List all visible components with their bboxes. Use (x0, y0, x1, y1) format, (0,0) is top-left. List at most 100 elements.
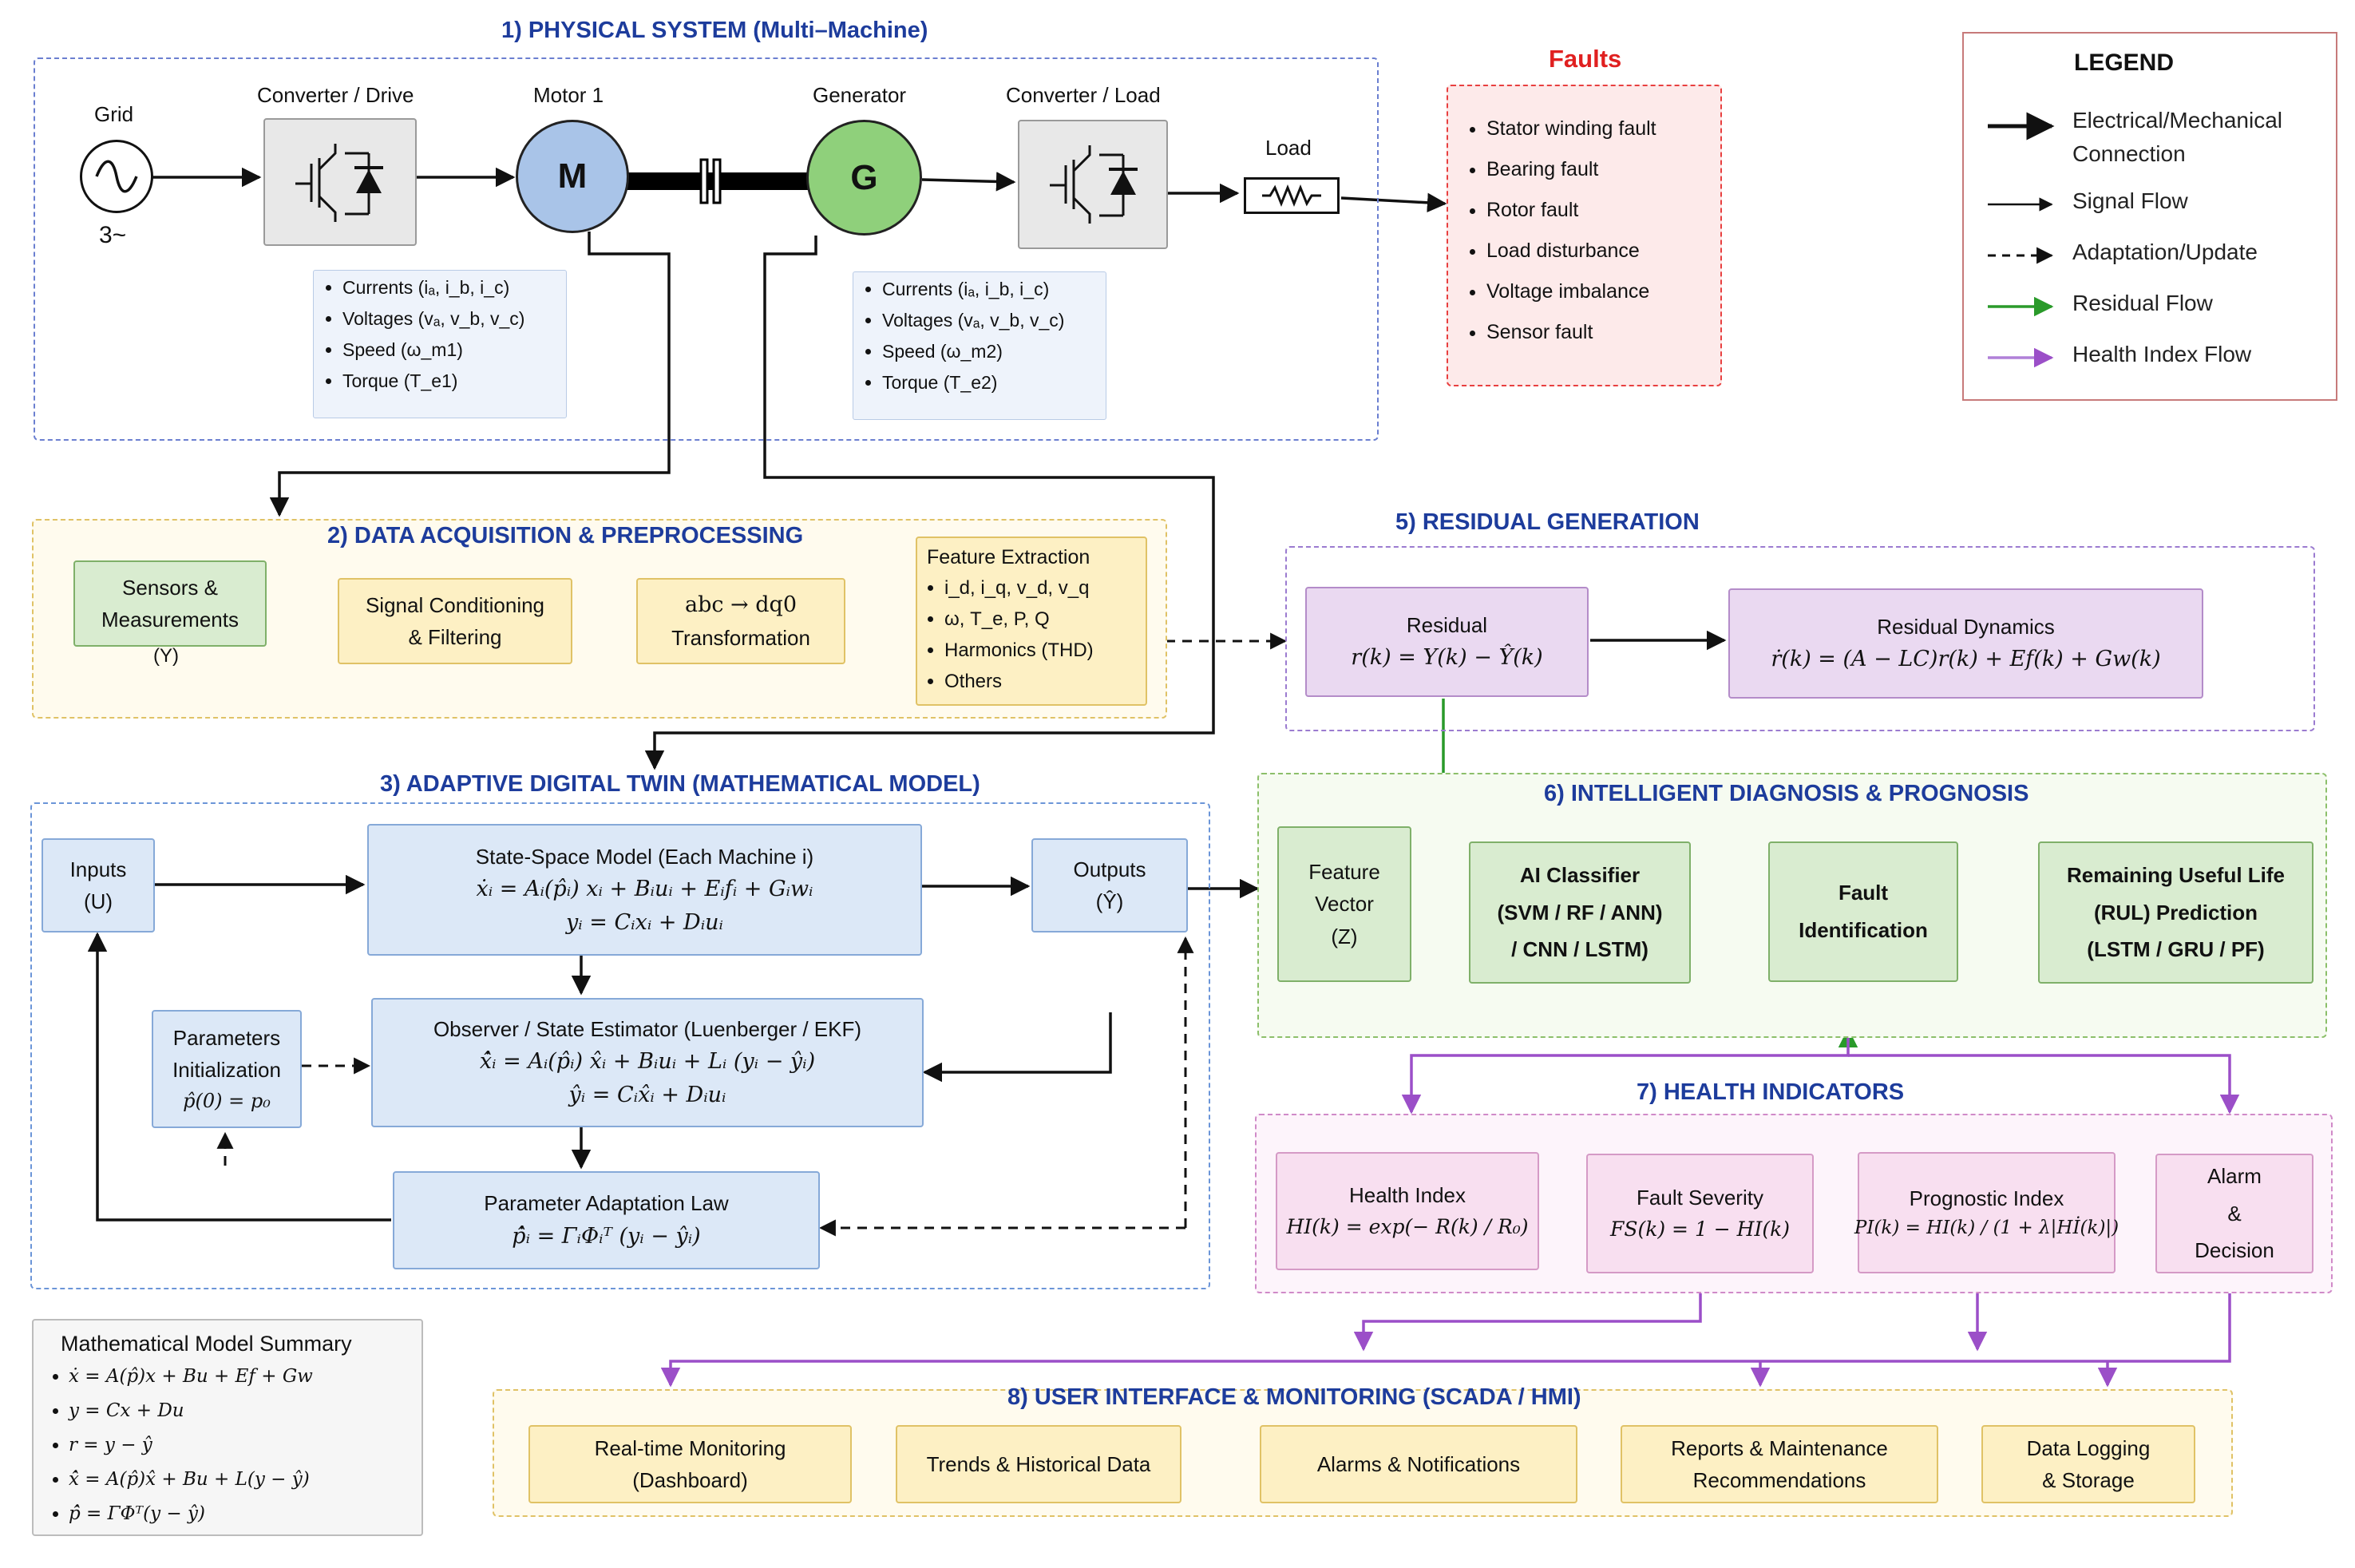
summary-item: x̂̇ = A(p̂)x̂ + Bu + L(y − ŷ) (69, 1463, 407, 1497)
feature-item: Harmonics (THD) (944, 635, 1136, 666)
generator-icon: G (806, 120, 922, 236)
alarm-line: Decision (2195, 1238, 2274, 1263)
generator-symbol: G (850, 157, 878, 197)
inputs-box: Inputs (U) (42, 838, 155, 932)
observer-output-equation: ŷᵢ = Cᵢx̂ᵢ + Dᵢuᵢ (568, 1083, 726, 1108)
residual-dynamics-box: Residual Dynamics ṙ(k) = (A − LC)r(k) + … (1728, 588, 2203, 699)
signal-conditioning-box: Signal Conditioning & Filtering (338, 578, 572, 664)
adaptation-title: Parameter Adaptation Law (484, 1191, 729, 1216)
abc-dq0-transform-box: abc → dq0 Transformation (636, 578, 845, 664)
outputs-line: (Ŷ) (1095, 889, 1124, 913)
classifier-line: AI Classifier (1519, 862, 1641, 887)
motor-icon: M (516, 120, 629, 233)
model-summary-box: Mathematical Model Summary ẋ = A(p̂)x + … (32, 1319, 423, 1536)
fault-item: Load disturbance (1486, 231, 1720, 271)
realtime-monitoring-box: Real-time Monitoring (Dashboard) (528, 1425, 852, 1503)
residual-generation-region (1285, 546, 2315, 731)
motor-measurement-item: Currents (iₐ, i_b, i_c) (342, 277, 558, 299)
trends-history-box: Trends & Historical Data (896, 1425, 1181, 1503)
diagnosis-title: 6) INTELLIGENT DIAGNOSIS & PROGNOSIS (1544, 781, 2029, 806)
prognostic-index-equation: PI(k) = HI(k) / (1 + λ|Hİ(k)|) (1854, 1218, 2120, 1239)
sensors-line: Sensors & (122, 575, 218, 600)
fault-severity-box: Fault Severity FS(k) = 1 − HI(k) (1586, 1154, 1814, 1273)
data-logging-box: Data Logging & Storage (1981, 1425, 2195, 1503)
health-index-box: Health Index HI(k) = exp(− R(k) / R₀) (1276, 1152, 1539, 1270)
observer-box: Observer / State Estimator (Luenberger /… (371, 998, 924, 1127)
transform-line: abc → dq0 (684, 592, 798, 617)
grid-label: Grid (94, 102, 134, 126)
fault-identification-box: Fault Identification (1768, 841, 1958, 982)
generator-measurement-item: Torque (T_e2) (882, 372, 1098, 394)
transform-line: Transformation (671, 625, 810, 650)
converter-drive-label: Converter / Drive (257, 83, 414, 107)
legend-residual-flow: Residual Flow (2072, 291, 2213, 315)
params-init-line: Initialization (172, 1058, 281, 1083)
feature-item: Others (944, 666, 1136, 697)
conditioning-line: & Filtering (408, 625, 502, 649)
reports-maintenance-box: Reports & Maintenance Recommendations (1621, 1425, 1938, 1503)
parameter-adaptation-box: Parameter Adaptation Law p̂̇ᵢ = ΓᵢΦᵢᵀ (y… (393, 1171, 820, 1269)
digital-twin-title: 3) ADAPTIVE DIGITAL TWIN (MATHEMATICAL M… (380, 771, 980, 797)
conditioning-line: Signal Conditioning (365, 592, 545, 617)
legend-adaptation-update: Adaptation/Update (2072, 240, 2258, 264)
motor-measurement-item: Torque (T_e1) (342, 370, 558, 392)
health-indicators-title: 7) HEALTH INDICATORS (1637, 1079, 1905, 1105)
rul-line: Remaining Useful Life (2066, 862, 2286, 887)
feature-vector-line: (Z) (1331, 924, 1358, 948)
feature-vector-box: Feature Vector (Z) (1277, 826, 1411, 982)
motor-symbol: M (557, 156, 588, 196)
prognostic-index-box: Prognostic Index PI(k) = HI(k) / (1 + λ|… (1854, 1152, 2119, 1273)
grid-phase-label: 3~ (99, 222, 127, 248)
outputs-box: Outputs (Ŷ) (1031, 838, 1188, 932)
feature-item: ω, T_e, P, Q (944, 604, 1136, 635)
adaptation-equation: p̂̇ᵢ = ΓᵢΦᵢᵀ (yᵢ − ŷᵢ) (512, 1223, 701, 1249)
prognostic-index-title: Prognostic Index (1909, 1186, 2064, 1211)
summary-item: ẋ = A(p̂)x + Bu + Ef + Gw (69, 1360, 407, 1394)
health-index-equation: HI(k) = exp(− R(k) / R₀) (1286, 1214, 1529, 1238)
ac-source-icon (80, 140, 153, 213)
ui-item-line: Reports & Maintenance (1671, 1435, 1888, 1460)
health-index-title: Health Index (1349, 1183, 1466, 1208)
outputs-line: Outputs (1073, 857, 1146, 881)
classifier-line: / CNN / LSTM) (1511, 937, 1648, 962)
feature-vector-line: Vector (1315, 892, 1374, 917)
summary-item: y = Cx + Du (69, 1394, 407, 1428)
state-space-equation: ẋᵢ = Aᵢ(p̂ᵢ) xᵢ + Bᵢuᵢ + Eᵢfᵢ + Gᵢwᵢ (476, 876, 813, 901)
generator-measurements-list: Currents (iₐ, i_b, i_c) Voltages (vₐ, v_… (853, 271, 1106, 420)
residual-equation: r(k) = Y(k) − Ŷ(k) (1351, 645, 1543, 671)
load-resistor-icon (1244, 177, 1340, 214)
ui-item-line: Data Logging (2026, 1435, 2151, 1460)
fault-item: Stator winding fault (1486, 109, 1720, 149)
residual-dynamics-title: Residual Dynamics (1877, 614, 2055, 639)
load-label: Load (1265, 136, 1312, 160)
alarm-line: & (2227, 1201, 2242, 1225)
observer-equation: x̂̇ᵢ = Aᵢ(p̂ᵢ) x̂ᵢ + Bᵢuᵢ + Lᵢ (yᵢ − ŷᵢ) (479, 1049, 816, 1075)
generator-label: Generator (813, 83, 907, 107)
residual-box: Residual r(k) = Y(k) − Ŷ(k) (1305, 587, 1589, 697)
residual-dynamics-equation: ṙ(k) = (A − LC)r(k) + Ef(k) + Gw(k) (1771, 647, 2161, 672)
fault-id-line: Identification (1799, 918, 1928, 942)
sensors-box: Sensors & Measurements (73, 560, 267, 647)
ui-item-line: Alarms & Notifications (1316, 1451, 1521, 1476)
ai-classifier-box: AI Classifier (SVM / RF / ANN) / CNN / L… (1469, 841, 1691, 984)
generator-measurement-item: Currents (iₐ, i_b, i_c) (882, 279, 1098, 300)
motor-measurement-item: Speed (ω_m1) (342, 339, 558, 361)
feature-item: i_d, i_q, v_d, v_q (944, 572, 1136, 604)
state-space-title: State-Space Model (Each Machine i) (475, 844, 814, 869)
summary-item: p̂̇ = ΓΦᵀ(y − ŷ) (69, 1497, 407, 1531)
converter-load-icon (1018, 120, 1168, 249)
residual-generation-title: 5) RESIDUAL GENERATION (1395, 509, 1700, 535)
inputs-line: Inputs (69, 857, 127, 881)
alarms-notifications-box: Alarms & Notifications (1260, 1425, 1577, 1503)
digital-twin-region (30, 802, 1210, 1289)
summary-item: r = y − ŷ (69, 1428, 407, 1463)
faults-title: Faults (1549, 45, 1622, 73)
classifier-line: (SVM / RF / ANN) (1497, 900, 1663, 925)
ui-item-line: Recommendations (1692, 1468, 1866, 1492)
feature-vector-line: Feature (1308, 860, 1380, 885)
converter-load-label: Converter / Load (1006, 83, 1161, 107)
legend-electrical-connection: Electrical/Mechanical Connection (2072, 108, 2282, 166)
rul-prediction-box: Remaining Useful Life (RUL) Prediction (… (2038, 841, 2313, 984)
user-interface-title: 8) USER INTERFACE & MONITORING (SCADA / … (1007, 1384, 1581, 1410)
ui-item-line: (Dashboard) (632, 1468, 748, 1492)
